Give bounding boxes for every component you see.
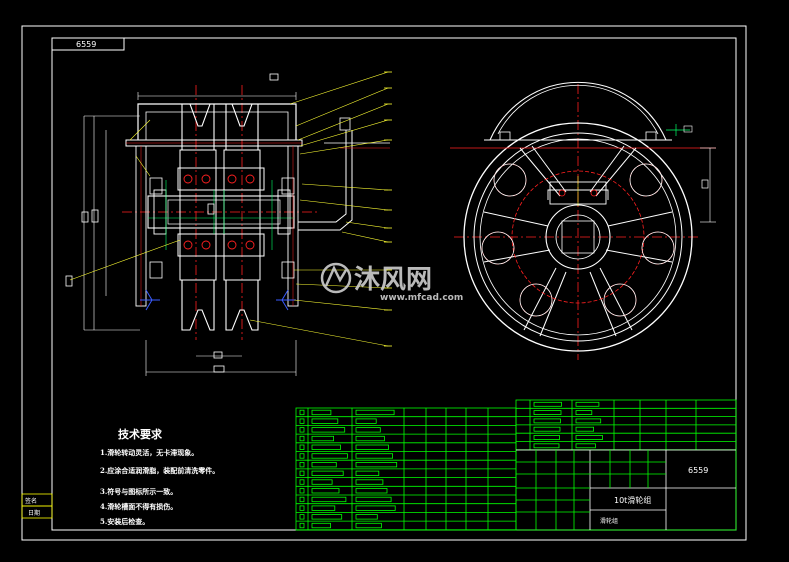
drawing-title: 10t滑轮组 bbox=[614, 495, 651, 505]
front-view bbox=[450, 81, 716, 360]
watermark-url: www.mfcad.com bbox=[380, 293, 463, 303]
drawing-subtitle: 滑轮组 bbox=[600, 517, 618, 525]
tech-note-4: 4.滑轮槽面不得有损伤。 bbox=[100, 502, 177, 511]
tech-requirements: 技术要求 1.滑轮转动灵活，无卡滞现象。 2.应涂合适润滑脂，装配前清洗零件。 … bbox=[100, 427, 219, 526]
watermark-logo-icon bbox=[320, 262, 352, 294]
tech-note-5: 5.安装后检查。 bbox=[100, 517, 149, 526]
watermark: 沐风网 www.mfcad.com bbox=[320, 262, 463, 303]
side-stamp-1: 签名 bbox=[25, 497, 37, 505]
drawing-number-top: 6559 bbox=[76, 40, 96, 49]
title-block bbox=[515, 399, 737, 531]
parts-list bbox=[295, 407, 517, 531]
side-stamp-2: 日期 bbox=[28, 509, 40, 517]
tech-note-3: 3.符号与图标所示一致。 bbox=[100, 487, 177, 496]
tech-note-1: 1.滑轮转动灵活，无卡滞现象。 bbox=[100, 448, 198, 457]
watermark-brand: 沐风网 bbox=[354, 265, 432, 295]
drawing-number-title: 6559 bbox=[688, 466, 708, 475]
drawing-number-box: 6559 bbox=[51, 37, 125, 51]
tech-note-2: 2.应涂合适润滑脂，装配前清洗零件。 bbox=[100, 466, 219, 475]
tech-heading: 技术要求 bbox=[118, 427, 163, 441]
section-view bbox=[65, 71, 392, 376]
outer-frame bbox=[21, 25, 747, 541]
side-stamp: 签名 日期 bbox=[21, 493, 53, 519]
